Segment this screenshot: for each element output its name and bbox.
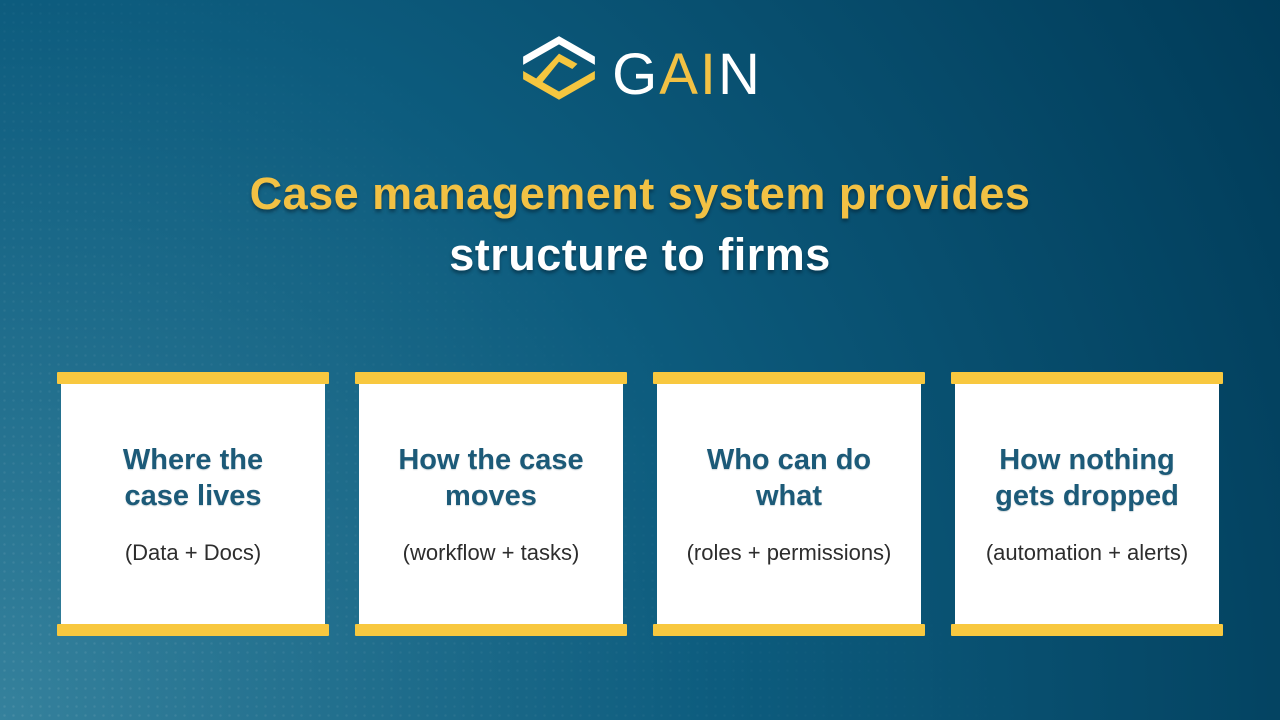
- card-where-the-case-lives: Where the case lives (Data + Docs): [57, 372, 329, 636]
- card-subtitle: (roles + permissions): [686, 540, 892, 565]
- slide-title-line1: Case management system provides: [249, 168, 1031, 219]
- card-bottom-bar: [951, 624, 1223, 636]
- logo-letter-group: AI: [659, 42, 719, 107]
- card-bottom-bar: [57, 624, 329, 636]
- card-how-the-case-moves: How the case moves (workflow + tasks): [355, 372, 627, 636]
- gain-logo-wordmark: GAIN: [612, 36, 762, 104]
- cards-row: Where the case lives (Data + Docs) How t…: [57, 372, 1223, 636]
- card-top-bar: [653, 372, 925, 384]
- gain-hexagon-icon: [523, 36, 595, 100]
- card-body: Who can do what (roles + permissions): [657, 384, 921, 624]
- card-heading: Where the case lives: [122, 444, 264, 512]
- card-heading: Who can do what: [706, 444, 872, 512]
- card-heading: How nothing gets dropped: [995, 444, 1179, 512]
- card-body: How the case moves (workflow + tasks): [359, 384, 623, 624]
- logo-letter-group: N: [718, 42, 762, 107]
- logo-letter-group: G: [612, 42, 660, 107]
- slide-title-line2: structure to firms: [449, 229, 831, 280]
- card-top-bar: [951, 372, 1223, 384]
- card-bottom-bar: [355, 624, 627, 636]
- card-subtitle: (automation + alerts): [985, 540, 1189, 565]
- card-subtitle: (workflow + tasks): [402, 540, 580, 565]
- card-body: Where the case lives (Data + Docs): [61, 384, 325, 624]
- card-top-bar: [355, 372, 627, 384]
- card-subtitle: (Data + Docs): [124, 540, 262, 565]
- card-how-nothing-gets-dropped: How nothing gets dropped (automation + a…: [951, 372, 1223, 636]
- gain-logo: GAIN: [0, 34, 1280, 106]
- card-top-bar: [57, 372, 329, 384]
- card-heading: How the case moves: [398, 444, 584, 512]
- card-body: How nothing gets dropped (automation + a…: [955, 384, 1219, 624]
- slide-title: Case management system provides structur…: [0, 163, 1280, 285]
- card-who-can-do-what: Who can do what (roles + permissions): [653, 372, 925, 636]
- card-bottom-bar: [653, 624, 925, 636]
